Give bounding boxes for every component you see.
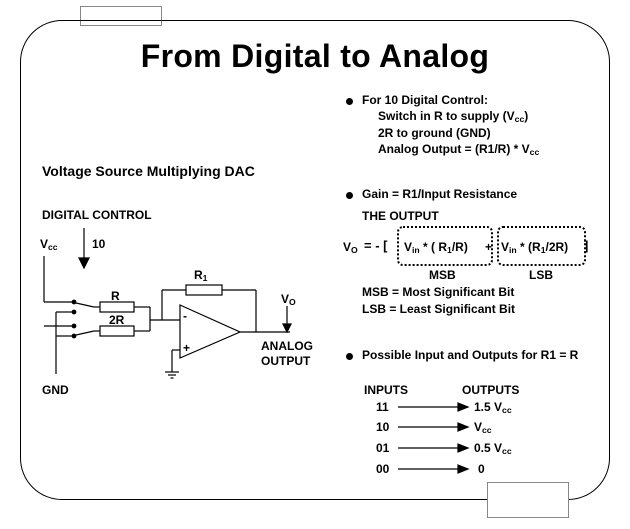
outputs-header: OUTPUTS — [462, 383, 520, 397]
switch-upper — [75, 302, 95, 308]
vo-arrow-head — [282, 323, 292, 334]
circuit-heading: Voltage Source Multiplying DAC — [42, 163, 255, 179]
bottom-tab — [487, 482, 569, 518]
msb-label: MSB — [429, 268, 456, 282]
top-tab — [80, 6, 162, 26]
bullet1-line3: 2R to ground (GND) — [378, 126, 491, 140]
switch-lower — [75, 330, 95, 336]
resistor-r1 — [185, 284, 223, 296]
the-output-label: THE OUTPUT — [362, 209, 439, 223]
eq-plus: + — [485, 240, 493, 254]
slide-title: From Digital to Analog — [140, 38, 490, 74]
opamp-plus-label: + — [183, 341, 191, 355]
resistor-2r-label: 2R — [109, 313, 125, 327]
resistor-r-label: R — [111, 289, 120, 303]
eq-term-msb: Vin * ( R1/R) — [404, 240, 468, 256]
eq-vo: VO — [343, 240, 358, 256]
io-output-00: 0 — [478, 462, 485, 476]
io-output-01: 0.5 Vcc — [474, 441, 512, 457]
slide-frame — [20, 20, 610, 500]
lsb-definition: LSB = Least Significant Bit — [362, 302, 516, 316]
vo-label: VO — [281, 292, 296, 308]
eq-close-bracket: ] — [584, 238, 589, 253]
analog-output-line1: ANALOG — [261, 339, 313, 353]
bullet-3 — [346, 353, 353, 360]
eq-term-lsb: Vin * (R1/2R) — [501, 240, 569, 256]
resistor-r — [99, 301, 135, 313]
op-amp — [179, 304, 242, 359]
io-output-10: Vcc — [474, 420, 492, 436]
control-count: 10 — [92, 237, 106, 251]
io-input-10: 10 — [376, 420, 390, 434]
msb-box — [397, 226, 493, 266]
io-input-00: 00 — [376, 462, 390, 476]
opamp-minus-label: - — [183, 309, 187, 323]
lsb-box — [497, 226, 586, 266]
vcc-label: Vcc — [40, 237, 58, 253]
resistor-2r — [99, 325, 135, 337]
bullet-2 — [346, 192, 353, 199]
analog-output-line2: OUTPUT — [261, 354, 311, 368]
bullet1-line4: Analog Output = (R1/R) * Vcc — [378, 142, 540, 158]
resistor-r1-label: R1 — [194, 268, 208, 284]
control-arrow-head — [78, 257, 90, 270]
lsb-label: LSB — [529, 268, 553, 282]
gnd-label: GND — [42, 383, 69, 397]
io-input-01: 01 — [376, 441, 390, 455]
eq-equals: = - [ — [364, 238, 388, 253]
bullet-1 — [346, 98, 353, 105]
inputs-header: INPUTS — [364, 383, 409, 397]
msb-definition: MSB = Most Significant Bit — [362, 285, 515, 299]
bullet1-line1: For 10 Digital Control: — [362, 93, 488, 107]
io-output-11: 1.5 Vcc — [474, 400, 512, 416]
digital-control-label: DIGITAL CONTROL — [42, 208, 152, 222]
io-input-11: 11 — [376, 400, 389, 414]
bullet1-line2: Switch in R to supply (Vcc) — [378, 109, 529, 125]
gain-text: Gain = R1/Input Resistance — [362, 187, 518, 201]
possible-io-text: Possible Input and Outputs for R1 = R — [362, 348, 579, 362]
